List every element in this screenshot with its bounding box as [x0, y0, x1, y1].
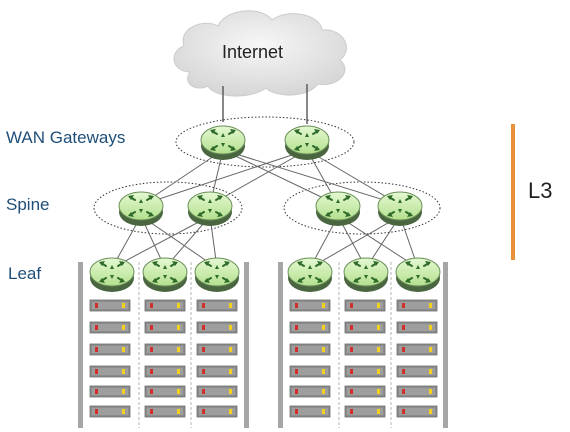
- wan-gateway-routers: [200, 125, 330, 161]
- server-icon: [196, 405, 238, 418]
- leaf-routers: [89, 257, 441, 293]
- server-stack-1: [89, 299, 131, 418]
- server-icon: [144, 385, 186, 398]
- server-icon: [396, 365, 438, 378]
- rack-dividers-right: [338, 262, 392, 428]
- server-icon: [396, 343, 438, 356]
- server-icon: [344, 299, 386, 312]
- wan-group-outline: [175, 116, 355, 168]
- server-icon: [89, 299, 131, 312]
- server-stack-2: [144, 299, 186, 418]
- router-icon: [343, 257, 389, 293]
- spine-label: Spine: [6, 195, 50, 214]
- router-icon: [284, 125, 330, 161]
- server-icon: [144, 365, 186, 378]
- server-icon: [196, 321, 238, 334]
- server-icon: [144, 343, 186, 356]
- router-icon: [194, 257, 240, 293]
- server-stack-3: [196, 299, 238, 418]
- server-icon: [289, 321, 331, 334]
- server-icon: [89, 405, 131, 418]
- server-icon: [396, 385, 438, 398]
- server-icon: [289, 299, 331, 312]
- leaf-label: Leaf: [8, 264, 42, 283]
- server-stack-5: [344, 299, 386, 418]
- router-icon: [315, 191, 361, 227]
- server-icon: [144, 405, 186, 418]
- wan-spine-links: [140, 149, 401, 206]
- internet-uplinks: [222, 84, 308, 124]
- cloud-icon: [173, 10, 347, 97]
- server-icon: [289, 343, 331, 356]
- server-icon: [344, 343, 386, 356]
- server-icon: [89, 321, 131, 334]
- server-icon: [396, 321, 438, 334]
- server-icon: [144, 299, 186, 312]
- spine-group-left-outline: [93, 181, 243, 235]
- server-icon: [89, 365, 131, 378]
- server-icon: [396, 299, 438, 312]
- server-icon: [289, 365, 331, 378]
- server-icon: [344, 385, 386, 398]
- server-icon: [196, 343, 238, 356]
- server-icon: [396, 405, 438, 418]
- rack-dividers-left: [138, 262, 192, 428]
- server-icon: [144, 321, 186, 334]
- rack-posts-left: [78, 262, 249, 428]
- server-stack-4: [289, 299, 331, 418]
- server-icon: [196, 299, 238, 312]
- server-icon: [344, 365, 386, 378]
- router-icon: [187, 191, 233, 227]
- server-icon: [344, 321, 386, 334]
- layer-label: L3: [528, 178, 553, 203]
- server-icon: [196, 365, 238, 378]
- internet-label: Internet: [222, 42, 284, 62]
- router-icon: [377, 191, 423, 227]
- server-icon: [289, 405, 331, 418]
- wan-gateways-label: WAN Gateways: [6, 128, 126, 147]
- layer-bracket: [511, 124, 515, 260]
- router-icon: [395, 257, 441, 293]
- router-icon: [118, 191, 164, 227]
- rack-posts-right: [278, 262, 448, 428]
- router-icon: [89, 257, 135, 293]
- router-icon: [142, 257, 188, 293]
- router-icon: [287, 257, 333, 293]
- server-icon: [89, 385, 131, 398]
- server-stacks: [89, 299, 438, 418]
- router-icon: [200, 125, 246, 161]
- server-icon: [89, 343, 131, 356]
- server-icon: [289, 385, 331, 398]
- server-icon: [344, 405, 386, 418]
- server-stack-6: [396, 299, 438, 418]
- server-icon: [196, 385, 238, 398]
